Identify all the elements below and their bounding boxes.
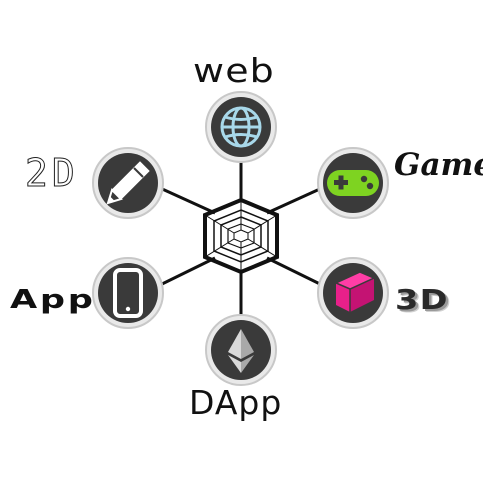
node-game — [317, 147, 389, 219]
gamepad-icon — [327, 170, 379, 196]
smartphone-icon — [113, 268, 143, 318]
label-web: web — [193, 51, 275, 90]
hexagon-hub-icon — [203, 197, 279, 275]
label-app: App — [10, 285, 96, 315]
node-3d — [317, 257, 389, 329]
node-dapp — [205, 314, 277, 386]
ethereum-icon — [228, 329, 254, 373]
pencil-icon — [106, 161, 150, 205]
label-game: Game — [394, 147, 483, 183]
label-2d: 2D — [25, 151, 79, 195]
cube-icon — [334, 271, 376, 312]
globe-icon — [220, 106, 262, 148]
label-dapp: DApp — [189, 383, 283, 422]
connector-lines — [159, 158, 323, 318]
node-2d — [92, 147, 164, 219]
connector-game — [266, 186, 323, 215]
node-app — [92, 257, 164, 329]
label-3d: 3D — [395, 283, 449, 316]
connector-2d — [159, 186, 216, 215]
connector-3d — [266, 256, 323, 287]
node-web — [205, 91, 277, 163]
connector-app — [159, 256, 216, 287]
